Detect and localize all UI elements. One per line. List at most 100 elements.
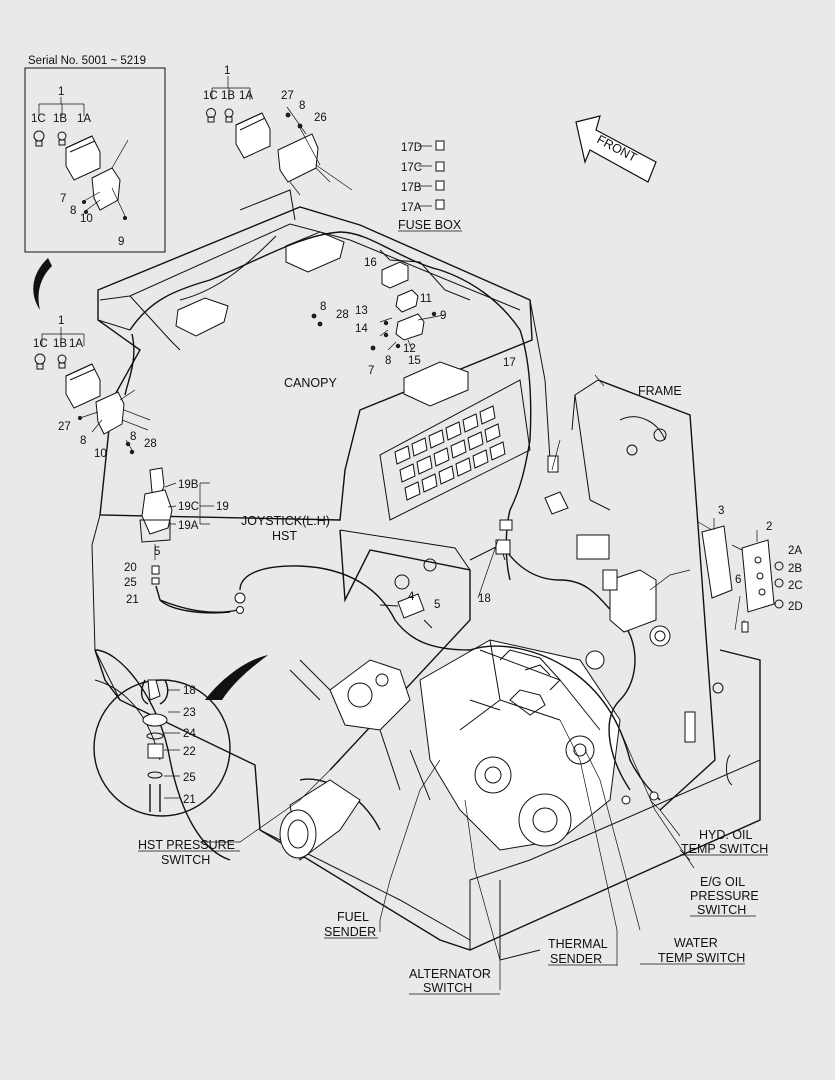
sender-4 <box>379 593 433 629</box>
callout: 27 <box>58 421 71 433</box>
hst-pressure-label-2: SWITCH <box>161 853 210 867</box>
callout: 16 <box>364 257 377 269</box>
callout: 8 <box>130 431 136 443</box>
callout: 25 <box>124 577 137 589</box>
callout: 8 <box>320 301 326 313</box>
hyd-oil-label-2: TEMP SWITCH <box>681 842 768 856</box>
canopy-harness <box>124 231 532 581</box>
callout: 15 <box>408 355 421 367</box>
callout: 5 <box>434 599 440 611</box>
callout: 14 <box>355 323 368 335</box>
callout-numbers: 1 1C 1B 1A 7 8 10 9 1 1C 1B 1A 27 8 26 1… <box>31 65 803 806</box>
labels: Serial No. 5001 ~ 5219 FRONT CANOPY FRAM… <box>28 55 768 995</box>
callout: 7 <box>60 193 66 205</box>
callout: 26 <box>314 112 327 124</box>
alternator-label-1: ALTERNATOR <box>409 967 491 981</box>
callout: 21 <box>126 594 139 606</box>
alternator-label-2: SWITCH <box>423 981 472 995</box>
canopy-outline <box>91 189 551 701</box>
callout: 10 <box>94 448 107 460</box>
eg-oil-label-2: PRESSURE <box>690 889 759 903</box>
side-grille <box>394 405 506 501</box>
eg-oil-label-1: E/G OIL <box>700 875 745 889</box>
eg-oil-label-3: SWITCH <box>697 903 746 917</box>
callout: 7 <box>368 365 374 377</box>
callout: 25 <box>183 772 196 784</box>
callout: 2D <box>788 601 803 613</box>
callout: 1A <box>69 338 83 350</box>
callout: 17A <box>401 202 422 214</box>
callout: 17C <box>401 162 422 174</box>
callout: 19A <box>178 520 199 532</box>
water-temp-label-2: TEMP SWITCH <box>658 951 745 965</box>
callout: 24 <box>183 728 196 740</box>
callout: 9 <box>440 310 446 322</box>
joystick-label: JOYSTICK(L.H) <box>241 514 330 528</box>
engine-harness <box>469 455 691 805</box>
callout: 2C <box>788 580 803 592</box>
callout: 10 <box>80 213 93 225</box>
callout: 13 <box>355 305 368 317</box>
callout: 9 <box>118 236 124 248</box>
callout: 21 <box>183 794 196 806</box>
callout: 1 <box>58 315 64 327</box>
callout: 1B <box>221 90 235 102</box>
callout: 17B <box>401 182 422 194</box>
callout: 1C <box>33 338 48 350</box>
callout: 4 <box>408 591 415 603</box>
callout: 8 <box>299 100 305 112</box>
callout: 18 <box>183 685 196 697</box>
callout: 19C <box>178 501 199 513</box>
front-arrow-icon <box>575 115 657 183</box>
water-temp-label-1: WATER <box>674 936 718 950</box>
callout: 8 <box>385 355 391 367</box>
callout: 3 <box>718 505 724 517</box>
hst-hose <box>159 565 471 651</box>
callout: 1B <box>53 338 67 350</box>
callout: 1 <box>58 86 64 98</box>
frame-outline <box>94 379 761 961</box>
fuse-box-label: FUSE BOX <box>398 218 462 232</box>
callout: 17D <box>401 142 422 154</box>
hyd-oil-label-1: HYD. OIL <box>699 828 753 842</box>
leader-lines <box>164 314 695 990</box>
joystick-sublabel: HST <box>272 529 297 543</box>
callout: 2B <box>788 563 802 575</box>
joystick-icon <box>139 467 231 614</box>
callout: 1C <box>203 90 218 102</box>
callout: 12 <box>403 343 416 355</box>
inset-arrow <box>33 258 52 310</box>
callout: 11 <box>420 293 432 305</box>
callout: 28 <box>336 309 349 321</box>
detail-magnifier <box>93 655 268 817</box>
frame-label: FRAME <box>638 384 682 398</box>
canopy-label: CANOPY <box>284 376 337 390</box>
callout: 20 <box>124 562 137 574</box>
callout: 18 <box>478 593 491 605</box>
callout: 19B <box>178 479 199 491</box>
callout: 27 <box>281 90 294 102</box>
indicator-panel <box>697 518 784 633</box>
serial-inset <box>24 67 166 253</box>
callout: 17 <box>503 357 516 369</box>
fuel-sender-label-1: FUEL <box>337 910 369 924</box>
hst-pressure-label-1: HST PRESSURE <box>138 838 235 852</box>
callout: 8 <box>80 435 86 447</box>
callout: 1A <box>77 113 91 125</box>
callout: 22 <box>183 746 196 758</box>
rear-lamp-left <box>34 327 151 455</box>
bulb-icon <box>33 130 67 147</box>
callout: 1A <box>239 90 253 102</box>
relay-cluster <box>311 261 437 351</box>
fuse-box-icon <box>418 140 445 210</box>
callout: 28 <box>144 438 157 450</box>
rear-lamp-top <box>206 76 353 196</box>
callout: 23 <box>183 707 196 719</box>
callout: 1C <box>31 113 46 125</box>
callout: 2 <box>766 521 772 533</box>
engine-block <box>289 639 621 851</box>
serial-label: Serial No. 5001 ~ 5219 <box>28 55 146 67</box>
callout: 19 <box>216 501 229 513</box>
